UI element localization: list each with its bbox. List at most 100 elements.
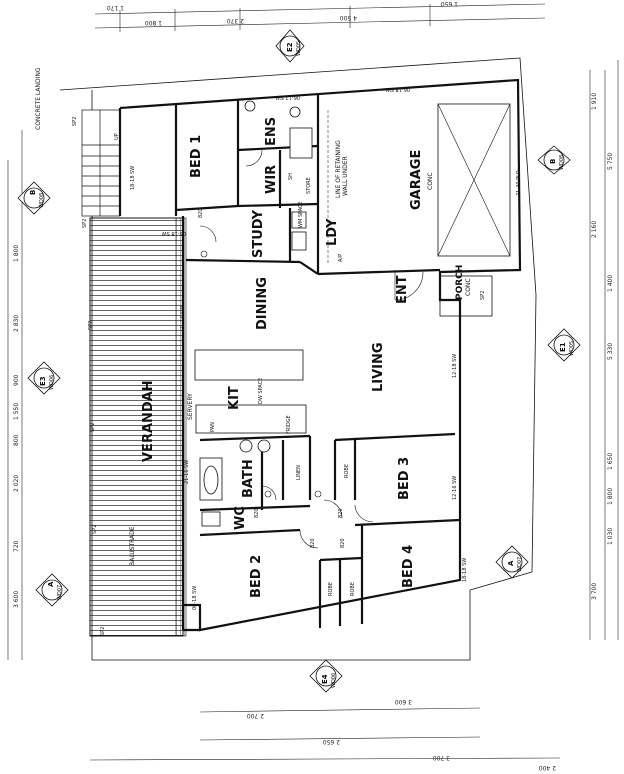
- window-label-bed2: 06-18 SW: [192, 586, 198, 610]
- dim-bottom-3: 2 650: [323, 738, 340, 745]
- note-door-bed3: 820: [338, 508, 344, 518]
- dim-right-1: 1 910: [591, 93, 598, 110]
- window-label-study: 06-18 SW: [162, 230, 186, 236]
- room-bed1: BED 1: [189, 135, 204, 178]
- dim-right-7: 1 800: [607, 488, 614, 505]
- note-sp2-6: SP2: [100, 627, 106, 636]
- dim-top-5: 1 650: [441, 0, 458, 7]
- note-sp2-7: SP2: [480, 291, 486, 300]
- note-pan: PAN: [210, 422, 216, 432]
- room-wir: WIR: [264, 165, 279, 194]
- dim-left-3: 900: [13, 374, 20, 386]
- marker-ref: E2: [286, 42, 294, 52]
- window-label-bed1: 18-18 SW: [130, 166, 136, 190]
- dim-bottom-1: 3 600: [395, 698, 412, 705]
- note-robe-bed4: ROBE: [350, 582, 356, 596]
- note-concrete-landing: CONCRETE LANDING: [35, 67, 42, 130]
- note-sp2-3: SP2: [88, 321, 94, 330]
- door-swings: [199, 149, 424, 549]
- note-wm: WM SPACE: [298, 201, 304, 228]
- window-label-garage-top: 06-18 SW: [386, 86, 410, 92]
- dimension-top: [94, 3, 546, 32]
- dim-left-5: 800: [13, 434, 20, 446]
- note-robe-bed2: ROBE: [328, 582, 334, 596]
- kitchen-bench: [194, 100, 313, 527]
- note-store: STORE: [306, 177, 312, 194]
- room-bed2: BED 2: [249, 555, 264, 598]
- room-ens: ENS: [264, 117, 279, 146]
- marker-e2: E2 WD05: [275, 29, 305, 63]
- room-porch-sub: CONC: [465, 278, 472, 296]
- marker-sheet: WD08: [559, 155, 565, 170]
- room-study: STUDY: [251, 209, 266, 258]
- room-living: LIVING: [371, 342, 386, 392]
- room-dining: DINING: [255, 277, 270, 330]
- note-retaining: LINE OF RETAINING: [335, 140, 342, 198]
- note-retaining-2: WALL UNDER: [342, 156, 349, 196]
- marker-ref: B: [29, 190, 37, 195]
- dim-left-4: 1 550: [13, 403, 20, 420]
- dim-right-8: 1 030: [607, 528, 614, 545]
- dim-left-2: 2 830: [13, 315, 20, 332]
- dim-left-6: 2 020: [13, 475, 20, 492]
- note-door-bath: 820: [254, 508, 260, 518]
- note-sp2-4: SP2: [90, 423, 96, 432]
- room-garage: GARAGE: [409, 150, 424, 210]
- note-sp2-1: SP2: [72, 117, 78, 126]
- dim-left-8: 3 600: [13, 591, 20, 608]
- marker-sheet: WD06: [49, 375, 55, 390]
- dim-right-4: 1 400: [607, 275, 614, 292]
- dimension-bottom: [89, 707, 561, 761]
- window-label-bed3: 12-16 SW: [452, 476, 458, 500]
- marker-b-right: B WD08: [537, 145, 571, 175]
- room-bath: BATH: [241, 459, 256, 498]
- fixture-circles: [200, 250, 322, 498]
- dim-top-1: 1 170: [107, 4, 124, 11]
- note-ap: A/P: [338, 254, 344, 262]
- marker-sheet: WD07: [57, 585, 63, 600]
- note-dw-space: DW SPACE: [258, 378, 264, 404]
- window-label-garage-door: 21-40 PLD: [516, 170, 522, 196]
- marker-e3: E3 WD06: [27, 361, 61, 395]
- dimension-right: [589, 60, 619, 640]
- dim-top-3: 2 370: [227, 17, 244, 24]
- dim-left-7: 720: [13, 540, 20, 552]
- marker-e4: E4 WD06: [309, 659, 343, 693]
- room-wc: WC: [233, 506, 248, 530]
- dim-top-2: 1 800: [145, 19, 162, 26]
- room-ent: ENT: [395, 275, 410, 304]
- note-door-bed4: 820: [340, 538, 346, 548]
- marker-ref: A: [47, 581, 55, 587]
- note-door-bed1: 820: [198, 208, 204, 218]
- marker-b-left: B WD08: [17, 181, 51, 215]
- note-door-bed2: 820: [310, 538, 316, 548]
- note-robe-bed3: ROBE: [344, 464, 350, 478]
- marker-e1: E1 WD05: [547, 328, 581, 362]
- marker-ref: E1: [559, 342, 567, 352]
- room-kit: KIT: [227, 386, 242, 410]
- note-up: UP: [114, 133, 120, 140]
- marker-a-right: A WD07: [495, 545, 529, 579]
- dim-top-4: 4 500: [340, 14, 357, 21]
- marker-ref: E3: [39, 376, 47, 386]
- dim-right-6: 1 650: [607, 453, 614, 470]
- dim-right-2: 5 750: [607, 153, 614, 170]
- dim-right-5: 5 330: [607, 343, 614, 360]
- marker-sheet: WD06: [331, 673, 337, 688]
- note-linen: LINEN: [296, 465, 302, 480]
- marker-sheet: WD07: [517, 557, 523, 572]
- slab-outline: [59, 57, 537, 661]
- room-verandah: VERANDAH: [141, 380, 156, 462]
- room-porch: PORCH: [455, 265, 465, 300]
- marker-sheet: WD08: [39, 193, 45, 208]
- room-bed4: BED 4: [401, 545, 416, 588]
- garage-slab: [327, 103, 511, 264]
- note-sh: SH: [288, 173, 294, 180]
- window-label-kit: 21-16 SW: [184, 460, 190, 484]
- note-balustrade: BALUSTRADE: [129, 526, 136, 566]
- dim-bottom-4: 3 700: [433, 754, 450, 761]
- window-label-bed4: 18-18 SW: [462, 558, 468, 582]
- verandah-deck: [89, 217, 187, 637]
- marker-sheet: WD05: [296, 41, 302, 56]
